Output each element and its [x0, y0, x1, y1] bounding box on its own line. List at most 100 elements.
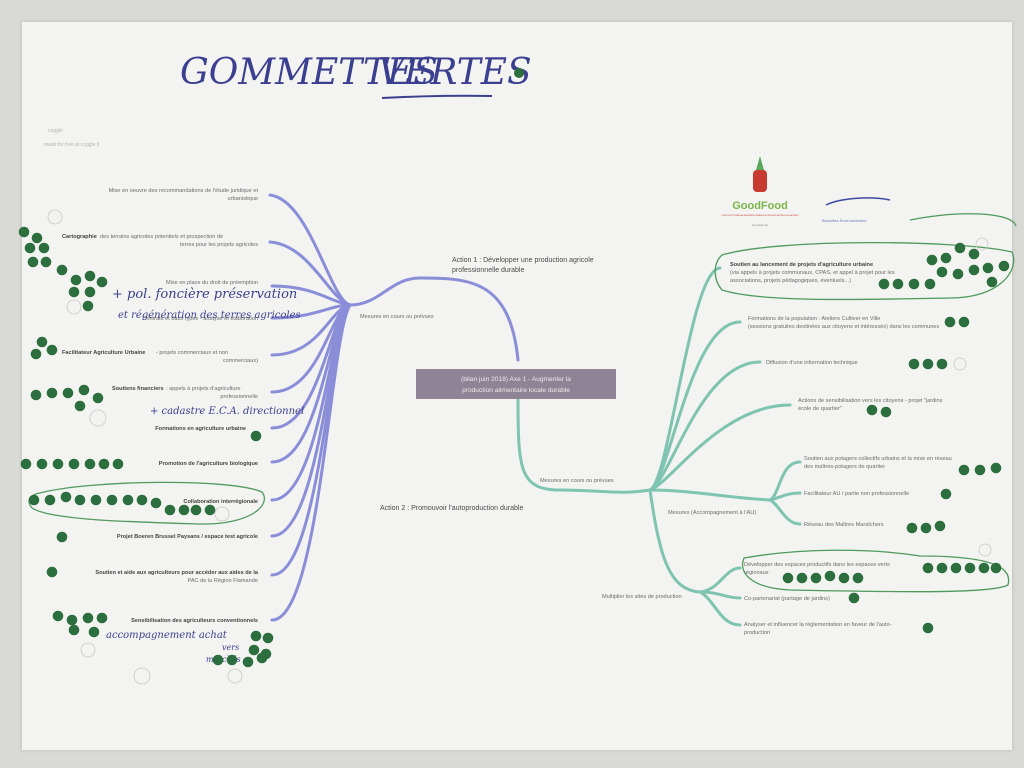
note-pol-line2: et régénération des terres agricoles	[118, 310, 301, 321]
green-sticker-dot	[940, 252, 952, 264]
coggle-label: coggle	[48, 128, 63, 134]
title-gommettes: GOMMETTES	[180, 52, 438, 93]
green-sticker-dot	[848, 592, 860, 604]
green-sticker-dot	[922, 358, 934, 370]
green-sticker-dot	[924, 278, 936, 290]
carrot-icon	[753, 170, 767, 192]
green-sticker-dot	[24, 242, 36, 254]
left-item-1-line1: Mise en oeuvre des recommandations de l'…	[109, 188, 259, 194]
green-sticker-dot	[96, 276, 108, 288]
green-sticker-dot	[944, 316, 956, 328]
green-sticker-dot	[68, 286, 80, 298]
green-sticker-dot	[82, 612, 94, 624]
green-sticker-dot	[256, 652, 268, 664]
green-sticker-dot	[866, 404, 878, 416]
green-sticker-dot	[90, 494, 102, 506]
goodfood-logo: GoodFood VERS UN SYSTÈME ALIMENTAIRE DUR…	[722, 156, 891, 227]
left-item-6-bold: Soutiens financiers	[112, 386, 164, 392]
action1-line1: Action 1 : Développer une production agr…	[452, 257, 594, 264]
green-sticker-dot	[84, 270, 96, 282]
note-accomp-line1: accompagnement achat	[106, 630, 228, 641]
green-sticker-dot	[936, 266, 948, 278]
green-sticker-dot	[968, 248, 980, 260]
green-sticker-dot	[936, 358, 948, 370]
right-item-6: Facilitateur AU / partie non professionn…	[804, 491, 909, 497]
note-accomp-line2: vers	[222, 643, 239, 652]
green-sticker-dot	[908, 358, 920, 370]
right-item-10-line2: production	[744, 630, 770, 636]
green-sticker-dot	[810, 572, 822, 584]
green-sticker-dot	[950, 562, 962, 574]
logo-name: GoodFood	[732, 200, 788, 212]
green-sticker-dot	[248, 644, 260, 656]
green-sticker-dot	[990, 562, 1002, 574]
right-sub-a: Mesures (Accompagnement à l'AU)	[668, 510, 756, 516]
green-sticker-dot	[954, 242, 966, 254]
ring-collaboration	[28, 481, 265, 525]
green-sticker-dot	[958, 316, 970, 328]
right-item-8-line2: régionaux	[744, 570, 769, 576]
green-sticker-dot	[920, 522, 932, 534]
ring-soutien-lancement	[714, 241, 1015, 301]
green-sticker-dot	[70, 274, 82, 286]
action1-line2: professionnelle durable	[452, 267, 524, 274]
left-item-5-line2: commerciaux)	[223, 358, 258, 364]
left-item-7: Formations en agriculture urbaine	[155, 426, 246, 432]
right-item-1-bold: Soutien au lancement de projets d'agricu…	[730, 262, 873, 268]
logo-tagline: VERS UN SYSTÈME ALIMENTAIRE DURABLE EN R…	[722, 214, 800, 217]
green-sticker-dot	[106, 494, 118, 506]
green-sticker-dot	[68, 458, 80, 470]
green-sticker-dot	[880, 406, 892, 418]
green-sticker-dot	[112, 458, 124, 470]
green-sticker-dot	[262, 632, 274, 644]
green-sticker-dot	[978, 562, 990, 574]
green-sticker-dot	[940, 488, 952, 500]
green-sticker-dot	[27, 256, 39, 268]
right-item-3: Diffusion d'une information technique	[766, 360, 858, 366]
green-sticker-dot	[78, 384, 90, 396]
right-item-5-line1: Soutien aux potagers collectifs urbains …	[804, 456, 952, 462]
green-sticker-dot	[52, 610, 64, 622]
green-sticker-dot	[926, 254, 938, 266]
green-sticker-dot	[40, 256, 52, 268]
green-sticker-dot	[74, 494, 86, 506]
green-sticker-dot	[31, 232, 43, 244]
right-item-8-line1: Développer des espaces productifs dans l…	[744, 562, 890, 568]
green-sticker-dot	[178, 504, 190, 516]
green-sticker-dot	[18, 226, 30, 238]
mesures-right: Mesures en cours ou prévues	[540, 478, 614, 484]
left-branches	[268, 193, 520, 622]
left-item-2-bold: Cartographie	[62, 234, 97, 240]
green-sticker-dot	[68, 624, 80, 636]
right-item-4-line2: école de quartier"	[798, 406, 842, 412]
green-sticker-dot	[84, 286, 96, 298]
green-sticker-dot	[958, 464, 970, 476]
left-item-4: Contrats et baux types - analyse et élab…	[142, 316, 258, 322]
green-sticker-dot	[38, 242, 50, 254]
green-sticker-dot	[782, 572, 794, 584]
green-sticker-dot	[934, 520, 946, 532]
green-sticker-dot	[990, 462, 1002, 474]
note-cadastre: + cadastre E.C.A. directionnel	[150, 406, 304, 417]
green-sticker-dot	[190, 504, 202, 516]
green-sticker-dot	[84, 458, 96, 470]
green-sticker-dot	[98, 458, 110, 470]
green-sticker-dot	[28, 494, 40, 506]
green-sticker-dot	[30, 348, 42, 360]
leaf-icon	[756, 156, 764, 170]
green-sticker-dot	[30, 389, 42, 401]
green-sticker-dot	[906, 522, 918, 534]
green-sticker-dot	[20, 458, 32, 470]
green-sticker-dot	[998, 260, 1010, 272]
green-sticker-dot	[852, 572, 864, 584]
green-sticker-dot	[56, 531, 68, 543]
green-sticker-dot	[60, 491, 72, 503]
green-sticker-dot	[878, 278, 890, 290]
left-item-10: Projet Boeren Brussel Paysans / espace t…	[117, 534, 258, 540]
green-sticker-dot	[44, 494, 56, 506]
left-item-6-line1: : appels à projets d'agriculture	[166, 386, 240, 392]
green-sticker-dot	[74, 400, 86, 412]
green-sticker-dot	[66, 614, 78, 626]
